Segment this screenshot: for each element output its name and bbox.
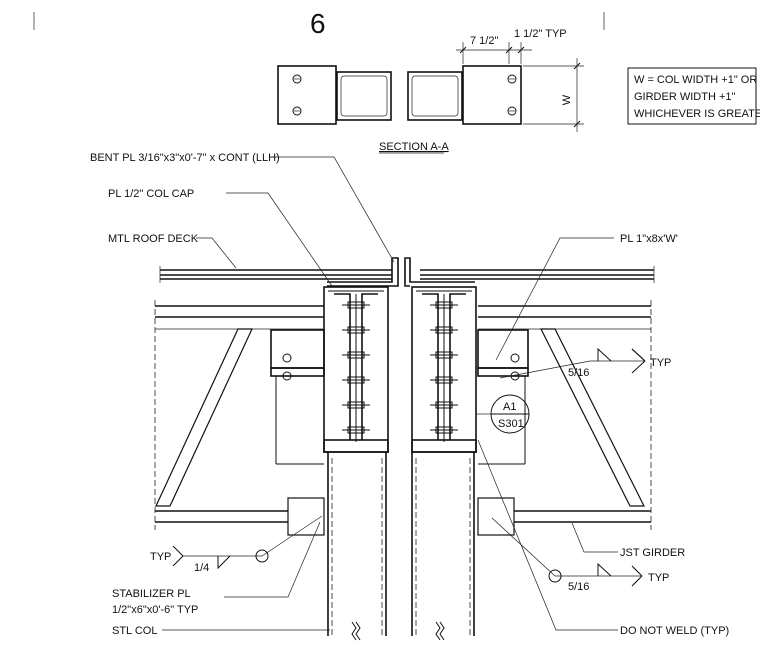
label-do-not-weld: DO NOT WELD (TYP) [620, 625, 729, 637]
weld-bottom-size: 5/16 [568, 581, 589, 593]
detail-number: 6 [310, 8, 326, 39]
label-col-cap: PL 1/2" COL CAP [108, 188, 194, 200]
weld-left-size: 1/4 [194, 562, 209, 574]
right-joist-girder [477, 300, 652, 536]
weld-right-typ: TYP [650, 357, 671, 369]
weld-symbol-right [499, 347, 646, 379]
dim-1-1-2-typ: 1 1/2" TYP [514, 28, 567, 40]
note-line-1: W = COL WIDTH +1" OR [634, 74, 757, 86]
right-steel-column [411, 286, 477, 636]
weld-right-size: 5/16 [568, 367, 589, 379]
note-box [627, 67, 757, 125]
weld-bottom-typ: TYP [648, 572, 669, 584]
left-joist-girder [154, 300, 325, 536]
roof-deck-leader [196, 237, 237, 269]
dim-7-1-2: 7 1/2" [470, 35, 498, 47]
label-stl-col: STL COL [112, 625, 157, 637]
bent-plates [327, 257, 475, 287]
ref-sheet: S301 [498, 418, 524, 430]
section-reference-bubble [476, 394, 530, 434]
stabilizer-leader [224, 521, 321, 598]
pl-w-leader [495, 237, 614, 361]
splice-bolts-right [430, 301, 458, 434]
weld-left-typ: TYP [150, 551, 171, 563]
section-a-a-view [277, 42, 584, 132]
label-bent-pl: BENT PL 3/16"x3"x0'-7" x CONT (LLH) [90, 152, 280, 164]
label-roof-deck: MTL ROOF DECK [108, 233, 199, 245]
weld-symbol-bottom [491, 517, 643, 587]
col-cap-leader [226, 192, 333, 287]
note-line-3: WHICHEVER IS GREATER [634, 108, 760, 120]
label-jst-girder: JST GIRDER [620, 547, 685, 559]
ref-id: A1 [503, 401, 516, 413]
dim-w: W [561, 94, 573, 105]
left-steel-column [323, 286, 389, 636]
metal-roof-deck [159, 266, 655, 283]
jst-girder-leader [571, 522, 618, 553]
section-title: SECTION A-A [379, 141, 449, 153]
splice-bolts-left [342, 301, 370, 434]
sheet-border-ticks [33, 12, 605, 30]
break-marks [351, 621, 445, 641]
label-pl-w: PL 1"x8x'W' [620, 233, 678, 245]
weld-symbol-left [172, 515, 323, 570]
label-stabilizer-line2: 1/2"x6"x0'-6" TYP [112, 604, 198, 616]
label-stabilizer-line1: STABILIZER PL [112, 588, 191, 600]
bent-pl-leader [272, 156, 395, 263]
note-line-2: GIRDER WIDTH +1" [634, 91, 735, 103]
do-not-weld-leader [477, 439, 618, 631]
